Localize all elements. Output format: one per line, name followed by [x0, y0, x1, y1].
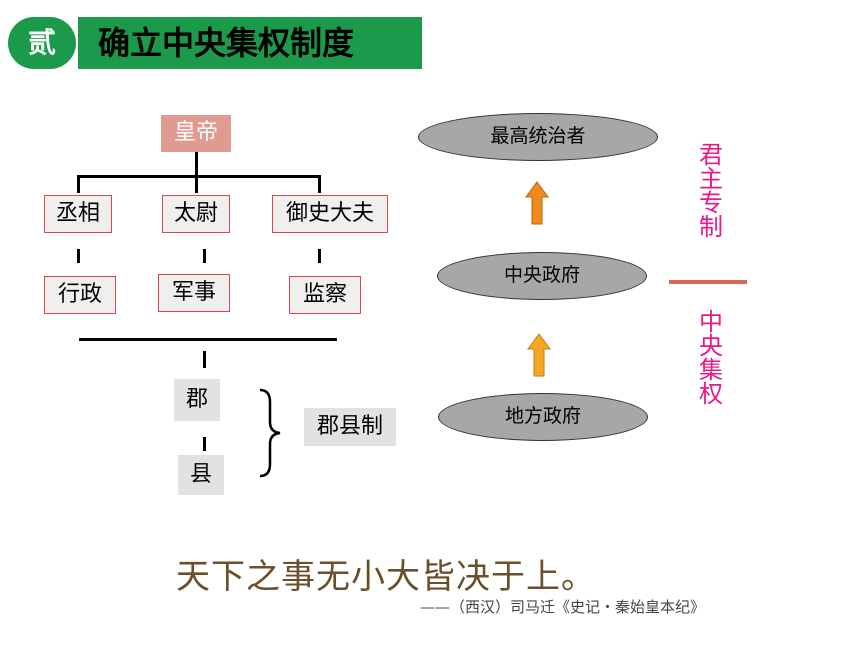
- emperor-stem-line: [195, 152, 198, 176]
- tick-2: [203, 249, 206, 263]
- label-centralization-char: 权: [699, 380, 723, 408]
- local-government-ellipse: 地方政府: [438, 393, 648, 441]
- county-box: 县: [178, 455, 224, 495]
- section-badge: 贰: [8, 17, 76, 69]
- page-title: 确立中央集权制度: [98, 24, 355, 62]
- label-divider-line: [669, 280, 747, 284]
- duty-administration: 行政: [44, 276, 116, 314]
- label-centralization: 中 央 集 权: [698, 310, 724, 406]
- label-autocracy-char: 制: [699, 213, 723, 241]
- official-1-drop-line: [77, 175, 80, 193]
- duty-supervision: 监察: [289, 276, 361, 314]
- title-bar: [78, 17, 422, 69]
- central-government-ellipse: 中央政府: [437, 252, 647, 300]
- supreme-ruler-ellipse: 最高统治者: [418, 113, 658, 161]
- duty-military: 军事: [158, 274, 230, 312]
- commandery-stem-line: [203, 351, 206, 368]
- commandery-box: 郡: [174, 379, 220, 421]
- official-chancellor: 丞相: [44, 195, 112, 233]
- officials-bar-line: [77, 175, 321, 178]
- label-centralization-char: 中: [699, 308, 723, 336]
- official-3-drop-line: [318, 175, 321, 193]
- label-autocracy: 君 主 专 制: [698, 143, 724, 239]
- label-centralization-char: 央: [699, 332, 723, 360]
- right-brace: [259, 388, 281, 478]
- up-arrow-icon: [525, 181, 549, 225]
- tick-1: [77, 249, 80, 263]
- quote-source: ——（西汉）司马迁《史记・秦始皇本纪》: [420, 598, 706, 616]
- label-autocracy-char: 主: [699, 165, 723, 193]
- commandery-county-system: 郡县制: [304, 408, 396, 446]
- official-grand-commandant: 太尉: [162, 195, 230, 233]
- local-divider-line: [79, 338, 337, 341]
- quote-text: 天下之事无小大皆决于上。: [176, 557, 596, 597]
- label-autocracy-char: 专: [699, 189, 723, 217]
- up-arrow-icon: [527, 333, 551, 377]
- emperor-box: 皇帝: [161, 115, 231, 152]
- official-2-drop-line: [195, 175, 198, 193]
- label-centralization-char: 集: [699, 356, 723, 384]
- county-stem-line: [203, 437, 206, 451]
- tick-3: [318, 249, 321, 263]
- label-autocracy-char: 君: [699, 141, 723, 169]
- official-imperial-censor: 御史大夫: [272, 195, 388, 233]
